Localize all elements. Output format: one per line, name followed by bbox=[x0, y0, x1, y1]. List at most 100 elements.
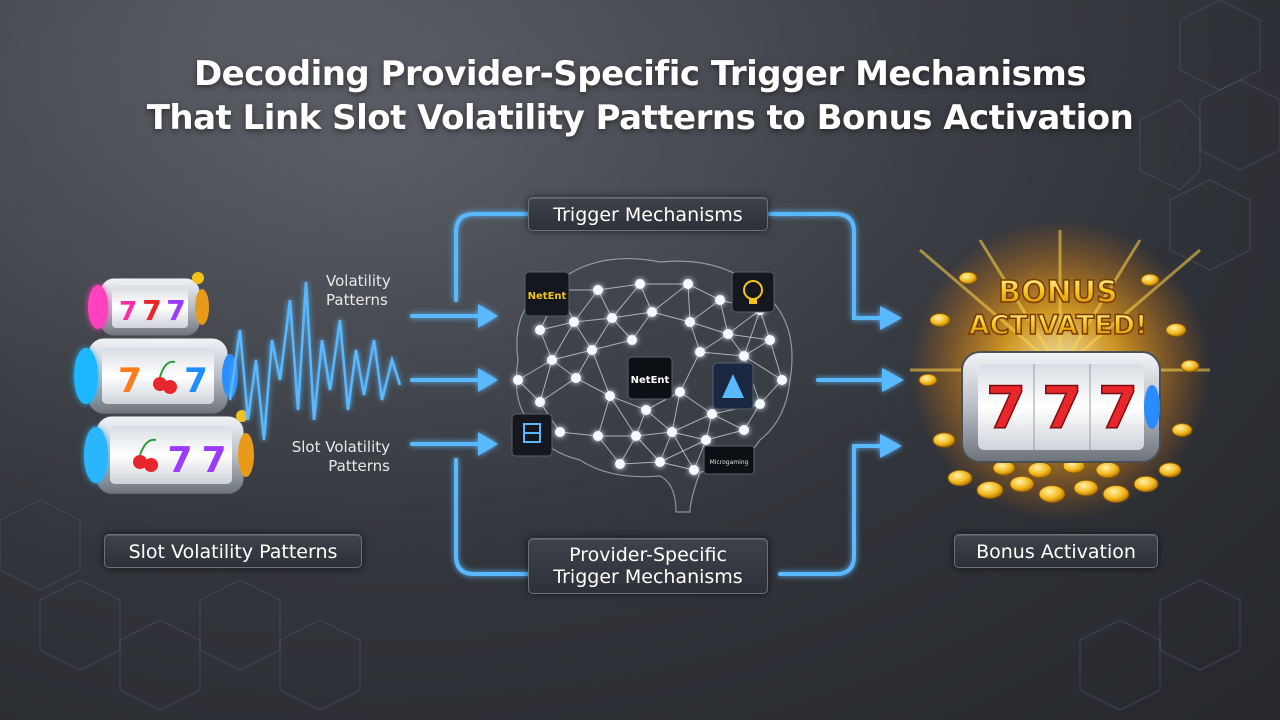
bonus-activation-illustration: 7 7 7 BONUS ACTIVATED! bbox=[910, 220, 1210, 520]
gold-coin bbox=[1165, 323, 1187, 337]
brain-edge bbox=[743, 355, 783, 381]
brain-node bbox=[755, 399, 765, 409]
brain-edge bbox=[769, 339, 783, 381]
brain-node bbox=[627, 335, 637, 345]
brain-edge bbox=[689, 299, 721, 323]
slot-reel-top: 7 7 7 bbox=[88, 272, 209, 337]
trigger-mechanisms-box: Trigger Mechanisms bbox=[528, 197, 768, 231]
brain-edge bbox=[689, 321, 701, 353]
brain-edge bbox=[651, 283, 689, 313]
gold-coin bbox=[932, 432, 956, 448]
provider-tile-lightbulb bbox=[731, 271, 775, 313]
brain-node bbox=[707, 409, 717, 419]
brain-edge bbox=[619, 435, 637, 465]
provider-tile-netent-top: NetEnt bbox=[524, 271, 570, 317]
brain-node bbox=[715, 295, 725, 305]
brain-node bbox=[641, 405, 651, 415]
brain-edge bbox=[517, 359, 553, 381]
gold-coin bbox=[976, 481, 1004, 499]
flow-connectors bbox=[410, 212, 886, 576]
brain-node bbox=[765, 335, 775, 345]
brain-edge bbox=[551, 349, 593, 361]
triangle-logo-icon bbox=[722, 374, 744, 398]
brain-edge bbox=[679, 351, 701, 393]
brain-edge bbox=[619, 461, 661, 465]
brain-edge bbox=[635, 431, 673, 437]
brain-node bbox=[635, 279, 645, 289]
brain-edge bbox=[539, 377, 577, 403]
provider-tile-small: Microgaming bbox=[703, 445, 755, 475]
slot-volatility-patterns-label: Slot Volatility Patterns bbox=[291, 438, 390, 475]
cherry-icon bbox=[153, 360, 177, 394]
brain-edge bbox=[635, 435, 661, 463]
brain-edge bbox=[591, 317, 613, 351]
brain-edge bbox=[517, 379, 541, 403]
brain-node bbox=[593, 431, 603, 441]
brain-node bbox=[683, 279, 693, 289]
brain-edge bbox=[671, 391, 681, 433]
slot-reel-bottom: 7 7 bbox=[84, 410, 254, 495]
brain-edge bbox=[759, 309, 771, 341]
brain-edge bbox=[651, 311, 691, 323]
volatility-patterns-label: Volatility Patterns bbox=[326, 272, 391, 309]
gold-coin bbox=[929, 313, 951, 327]
arrowheads bbox=[478, 304, 904, 458]
brain-edge bbox=[743, 339, 771, 357]
brain-node bbox=[587, 345, 597, 355]
brain-edge bbox=[699, 351, 745, 357]
reel-symbol-seven: 7 bbox=[167, 440, 192, 481]
bonus-reel-seven: 7 bbox=[1098, 374, 1138, 442]
gold-coin bbox=[1158, 462, 1182, 478]
brain-node bbox=[689, 465, 699, 475]
gold-coin bbox=[1038, 485, 1066, 503]
brain-node bbox=[513, 375, 523, 385]
brain-edge bbox=[759, 379, 783, 405]
bonus-banner-line-1: BONUS bbox=[998, 275, 1117, 310]
brain-edge bbox=[559, 431, 599, 437]
brain-node bbox=[615, 459, 625, 469]
brain-node bbox=[647, 307, 657, 317]
brain-edge bbox=[659, 431, 673, 463]
brain-edge bbox=[687, 283, 721, 301]
brain-edge bbox=[679, 391, 713, 415]
cherry-icon bbox=[133, 438, 158, 472]
brain-edge bbox=[575, 377, 611, 397]
brain-edge bbox=[631, 311, 653, 341]
brain-edge bbox=[671, 431, 707, 441]
brain-edge bbox=[597, 435, 621, 465]
provider-tile-triangle bbox=[712, 362, 754, 410]
netent-logo: NetEnt bbox=[528, 291, 567, 302]
brain-edge bbox=[699, 333, 729, 353]
brain-edge bbox=[639, 283, 653, 313]
brain-node bbox=[605, 391, 615, 401]
brain-node bbox=[535, 325, 545, 335]
brain-node bbox=[593, 285, 603, 295]
brain-node bbox=[607, 313, 617, 323]
gold-coin bbox=[1180, 359, 1200, 373]
provider-wordmark: Microgaming bbox=[710, 459, 749, 466]
brain-node bbox=[701, 435, 711, 445]
reel-symbol-seven: 7 bbox=[201, 440, 226, 481]
brain-edge bbox=[591, 339, 633, 351]
brain-node bbox=[723, 329, 733, 339]
gold-coin bbox=[947, 469, 973, 487]
provider-tile-netent-center: NetEnt bbox=[627, 356, 673, 400]
brain-node bbox=[535, 397, 545, 407]
brain-edge bbox=[591, 349, 611, 397]
gold-coin bbox=[958, 271, 978, 285]
bonus-reel-seven: 7 bbox=[1042, 374, 1082, 442]
gold-coin bbox=[1171, 423, 1193, 437]
brain-edge bbox=[659, 461, 695, 471]
reel-symbol-seven: 7 bbox=[166, 294, 185, 327]
brain-edge bbox=[687, 283, 691, 323]
brain-edge bbox=[573, 289, 599, 323]
bonus-banner-line-2: ACTIVATED! bbox=[969, 310, 1148, 341]
slot-volatility-patterns-box: Slot Volatility Patterns bbox=[104, 534, 362, 568]
gold-coin bbox=[1140, 273, 1160, 287]
brain-node bbox=[739, 425, 749, 435]
bonus-reel-seven: 7 bbox=[986, 374, 1026, 442]
brain-edge bbox=[743, 403, 761, 431]
netent-logo: NetEnt bbox=[631, 375, 670, 386]
brain-edge bbox=[693, 439, 707, 471]
brain-edge bbox=[705, 429, 745, 441]
